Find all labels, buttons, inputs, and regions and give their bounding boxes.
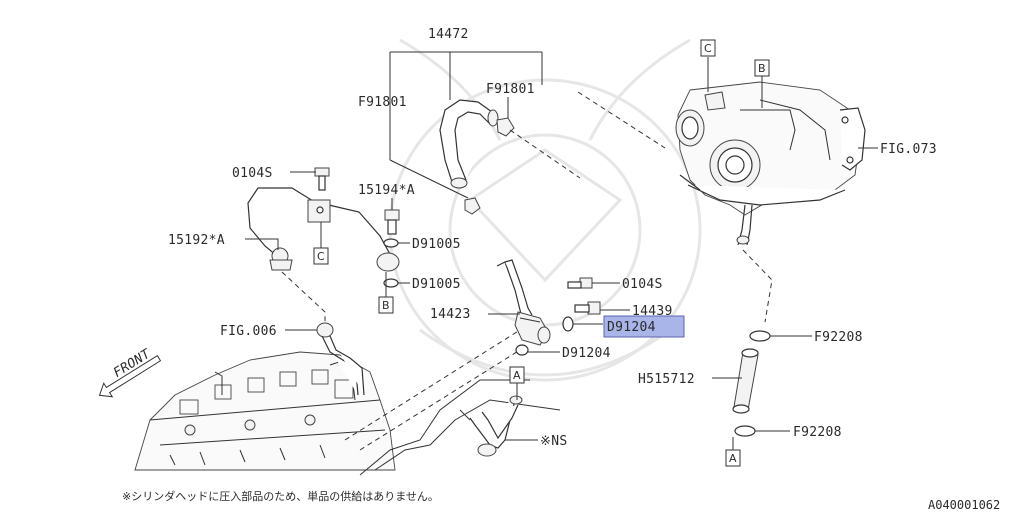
cylinder-head-drawing <box>134 351 396 471</box>
label-d91005-bottom[interactable]: D91005 <box>412 277 461 292</box>
fig006-fitting-drawing <box>316 322 365 396</box>
document-id: A040001062 <box>928 498 1000 512</box>
label-14439[interactable]: 14439 <box>632 304 673 319</box>
label-f92208-top[interactable]: F92208 <box>814 330 863 345</box>
ref-marker-b-top: B <box>754 59 770 77</box>
label-fig006[interactable]: FIG.006 <box>220 324 277 339</box>
ref-marker-a-bottom: A <box>725 449 741 467</box>
label-0104s-right[interactable]: 0104S <box>622 277 663 292</box>
label-f91801-right[interactable]: F91801 <box>486 82 535 97</box>
highlight-box-d91204 <box>603 315 685 338</box>
washer-d91204-upper-drawing <box>562 316 574 332</box>
svg-text:B: B <box>382 299 390 312</box>
label-fig073[interactable]: FIG.073 <box>880 142 937 157</box>
washer-d91204-lower-drawing <box>515 344 529 356</box>
svg-text:C: C <box>317 250 325 263</box>
svg-text:A: A <box>513 369 521 382</box>
clamp-f92208-bottom-drawing <box>734 425 756 437</box>
turbocharger-drawing <box>675 81 866 246</box>
label-0104s-left[interactable]: 0104S <box>232 166 273 181</box>
label-14423[interactable]: 14423 <box>430 307 471 322</box>
bolt-0104s-right-drawing <box>567 277 593 289</box>
label-f92208-bottom[interactable]: F92208 <box>793 425 842 440</box>
ref-marker-c-left: C <box>313 247 329 265</box>
hose-h515712-drawing <box>732 348 759 414</box>
svg-text:B: B <box>758 62 766 75</box>
label-f91801-left[interactable]: F91801 <box>358 95 407 110</box>
clamp-f92208-top-drawing <box>749 330 771 342</box>
leader-lines <box>245 51 878 450</box>
label-d91005-top[interactable]: D91005 <box>412 237 461 252</box>
pipe-15192a-drawing <box>247 187 400 272</box>
label-ns[interactable]: ※NS <box>540 434 567 449</box>
label-h515712[interactable]: H515712 <box>638 372 695 387</box>
ref-marker-b-left: B <box>378 296 394 314</box>
washer-d91005-top-drawing <box>383 238 399 248</box>
svg-text:C: C <box>704 42 712 55</box>
ref-marker-c-top: C <box>700 39 716 57</box>
ns-pipe-drawing <box>459 395 523 457</box>
dash-turbo-to-hose <box>742 249 773 323</box>
dash-15192-to-fig006 <box>281 271 326 325</box>
label-15192a[interactable]: 15192*A <box>168 233 225 248</box>
label-14472[interactable]: 14472 <box>428 27 469 42</box>
front-label: FRONT <box>111 346 154 381</box>
bolt-14439-drawing <box>574 301 601 315</box>
bolt-0104s-left-drawing <box>314 167 330 191</box>
label-d91204-highlighted[interactable]: D91204 <box>607 320 656 335</box>
hose-14472-drawing <box>439 99 515 189</box>
watermark-emblem <box>388 38 702 382</box>
pipe-14423-drawing <box>496 259 551 346</box>
svg-text:A: A <box>729 452 737 465</box>
bolt-15194a-drawing <box>384 209 400 235</box>
front-arrow: FRONT <box>98 346 162 398</box>
lower-outline <box>344 329 561 476</box>
clamp-f91801-left-drawing <box>464 197 481 215</box>
ref-marker-a-center: A <box>509 366 525 384</box>
label-d91204[interactable]: D91204 <box>562 346 611 361</box>
footer-note: ※シリンダヘッドに圧入部品のため、単品の供給はありません。 <box>122 489 439 503</box>
label-15194a[interactable]: 15194*A <box>358 183 415 198</box>
